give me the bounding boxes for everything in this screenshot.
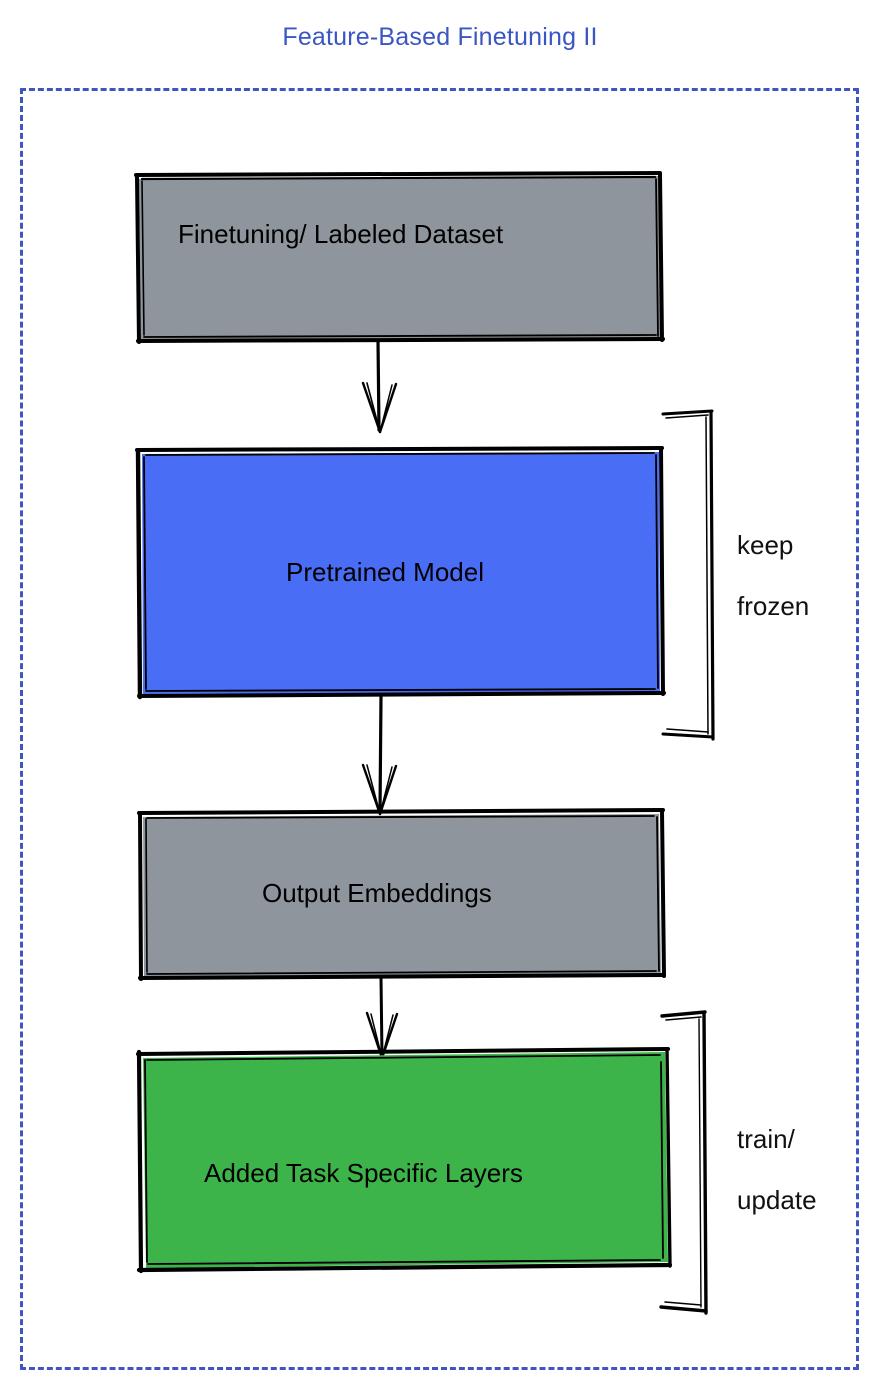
node-pretrained-model-edge-bottom: [137, 691, 666, 698]
node-pretrained-model-fill: [142, 452, 660, 694]
node-output-embeddings-edge-right2: [656, 816, 660, 972]
annotation-keep-frozen-line1: keep: [737, 529, 794, 560]
bracket-keep-frozen-bottom: [661, 732, 715, 739]
edge-dataset-to-model-head-right2: [379, 384, 393, 433]
node-output-embeddings-edge-left2: [145, 818, 148, 973]
node-task-layers-label: Added Task Specific Layers: [204, 1158, 523, 1188]
bracket-train-update-bottom2: [664, 1301, 702, 1306]
annotation-train-update-line1: train/: [737, 1123, 795, 1154]
node-dataset-edge-bottom2: [143, 334, 657, 338]
annotation-keep-frozen-line2: frozen: [737, 591, 810, 622]
bracket-keep-frozen-top2: [665, 414, 709, 419]
edge-dataset-to-model-line: [376, 339, 381, 432]
bracket-keep-frozen: [661, 409, 715, 741]
annotation-train-update: train/ update: [737, 1093, 817, 1246]
bracket-train-update-bottom: [659, 1305, 708, 1313]
node-pretrained-model-edge-top2: [145, 452, 655, 456]
annotation-keep-frozen: keep frozen: [737, 499, 809, 652]
node-task-layers-edge-bottom2: [147, 1259, 661, 1265]
bracket-keep-frozen-bottom2: [666, 728, 709, 733]
bracket-keep-frozen-spine: [709, 410, 715, 741]
page-title: Feature-Based Finetuning II: [282, 23, 598, 51]
node-output-embeddings-edge-left: [138, 811, 143, 981]
node-output-embeddings[interactable]: [137, 808, 666, 981]
node-pretrained-model-edge-bottom2: [145, 688, 656, 692]
node-dataset-edge-top2: [140, 175, 657, 181]
node-task-layers-fill: [143, 1052, 668, 1268]
bracket-train-update: [659, 1010, 708, 1315]
node-dataset-edge-bottom: [136, 337, 665, 343]
node-task-layers-edge-left2: [144, 1059, 148, 1263]
diagram-outer-frame: [20, 88, 859, 1370]
bracket-keep-frozen-top: [661, 409, 714, 416]
node-output-embeddings-edge-top2: [146, 815, 655, 819]
edge-model-to-embeddings-line: [378, 694, 383, 814]
edge-embeddings-to-layers: [365, 976, 399, 1060]
edge-dataset-to-model: [361, 339, 398, 434]
node-dataset-edge-left2: [141, 180, 145, 336]
node-dataset-fill: [139, 176, 661, 340]
node-pretrained-model-edge-right2: [655, 454, 659, 689]
node-pretrained-model-edge-top: [135, 446, 664, 452]
node-task-layers-edge-top2: [146, 1054, 661, 1061]
edge-model-to-embeddings-head-right2: [379, 766, 393, 815]
node-pretrained-model-edge-left2: [143, 456, 147, 690]
node-dataset-label: Finetuning/ Labeled Dataset: [178, 219, 504, 249]
bracket-train-update-top: [660, 1010, 707, 1018]
node-pretrained-model-edge-left: [135, 448, 143, 700]
node-dataset-edge-right2: [655, 178, 659, 337]
edge-embeddings-to-layers-line: [379, 976, 384, 1058]
node-dataset[interactable]: [134, 171, 665, 344]
node-output-embeddings-edge-bottom: [138, 973, 666, 980]
node-task-layers-edge-right: [665, 1048, 672, 1268]
bracket-train-update-top2: [665, 1016, 702, 1021]
node-output-embeddings-fill: [143, 814, 661, 977]
node-task-layers-edge-bottom: [136, 1262, 673, 1273]
node-dataset-edge-top: [134, 171, 662, 177]
node-task-layers-edge-top: [136, 1047, 670, 1056]
edge-model-to-embeddings: [361, 694, 398, 816]
node-pretrained-model-label: Pretrained Model: [286, 557, 484, 587]
node-output-embeddings-edge-right: [660, 809, 666, 978]
node-pretrained-model-edge-right: [659, 447, 665, 696]
node-output-embeddings-edge-bottom2: [146, 970, 657, 975]
node-pretrained-model[interactable]: [135, 446, 666, 700]
node-output-embeddings-label: Output Embeddings: [262, 878, 492, 908]
bracket-train-update-spine: [702, 1011, 708, 1315]
node-output-embeddings-edge-top: [137, 808, 665, 815]
bracket-train-update-spine2: [698, 1018, 702, 1308]
node-task-layers-edge-left: [136, 1049, 144, 1274]
node-task-layers[interactable]: [136, 1047, 673, 1274]
annotation-train-update-line2: update: [737, 1185, 817, 1216]
bracket-keep-frozen-spine2: [705, 416, 709, 735]
node-task-layers-edge-right2: [660, 1061, 664, 1259]
node-dataset-edge-right: [658, 172, 664, 342]
edge-model-to-embeddings-head-left2: [366, 764, 381, 815]
edge-dataset-to-model-head-left2: [366, 382, 381, 433]
node-dataset-edge-left: [135, 174, 141, 344]
